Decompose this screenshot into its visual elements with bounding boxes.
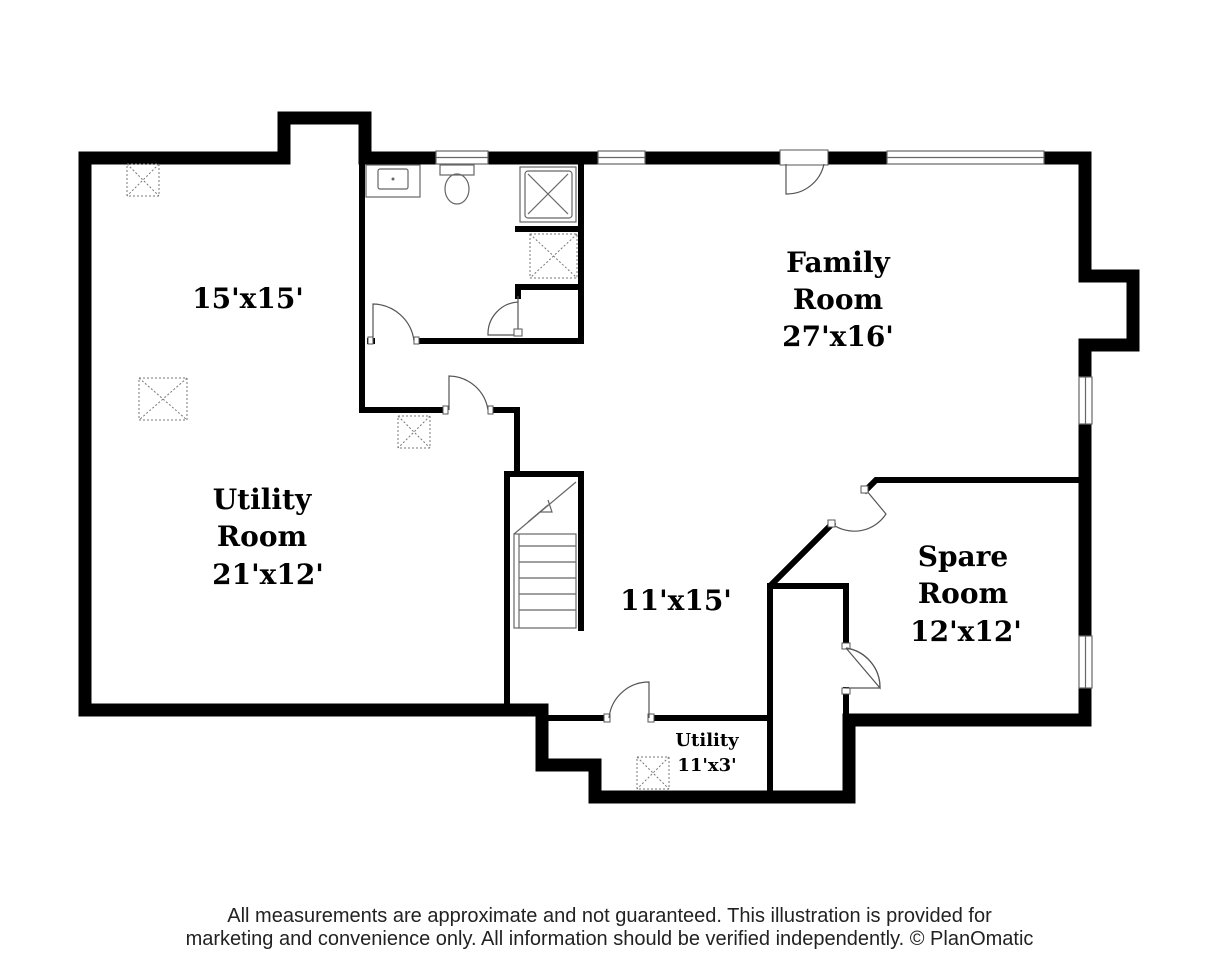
vent-2 (138, 377, 188, 421)
spare-room-name-1: Spare (918, 540, 1009, 573)
door-spare-room (831, 489, 887, 532)
bathroom-fixtures (365, 164, 577, 223)
disclaimer-line-2: marketing and convenience only. All info… (185, 928, 1034, 950)
spare-room-name-2: Room (918, 577, 1008, 610)
utility-room-name-2: Room (217, 520, 307, 553)
vents (126, 163, 670, 790)
toilet-tank (439, 164, 475, 176)
vent-3 (397, 415, 431, 449)
family-room-name-2: Room (793, 283, 883, 316)
vent-5 (636, 756, 670, 790)
vent-4 (529, 233, 578, 279)
disclaimer: All measurements are approximate and not… (0, 905, 1219, 951)
door-bathroom (372, 303, 415, 342)
utility-room-name-1: Utility (213, 483, 312, 516)
spare-room-dim: 12'x12' (910, 615, 1022, 648)
interior-walls (359, 155, 1088, 800)
family-room-dim: 27'x16' (782, 320, 894, 353)
sink (365, 164, 421, 198)
family-room-name-1: Family (786, 246, 890, 279)
utility-small-dim: 11'x3' (677, 755, 736, 776)
disclaimer-line-1: All measurements are approximate and not… (227, 905, 992, 927)
windows (435, 150, 1093, 689)
shower (519, 166, 577, 223)
utility-room-dim: 21'x12' (212, 558, 324, 591)
room-labels: 15'x15' Utility Room 21'x12' Family Room… (192, 246, 1022, 776)
exterior-walls (78, 111, 1140, 804)
door-utility-room (448, 375, 489, 411)
door-top-exterior (785, 163, 825, 195)
room-a-dim: 15'x15' (192, 282, 304, 315)
doors (367, 149, 887, 723)
door-closet (487, 296, 519, 336)
staircase (513, 481, 577, 629)
hall-dim: 11'x15' (620, 584, 732, 617)
utility-small-name: Utility (675, 730, 739, 751)
toilet-bowl (444, 173, 470, 205)
vent-1 (126, 163, 160, 197)
door-small-utility (608, 681, 650, 719)
